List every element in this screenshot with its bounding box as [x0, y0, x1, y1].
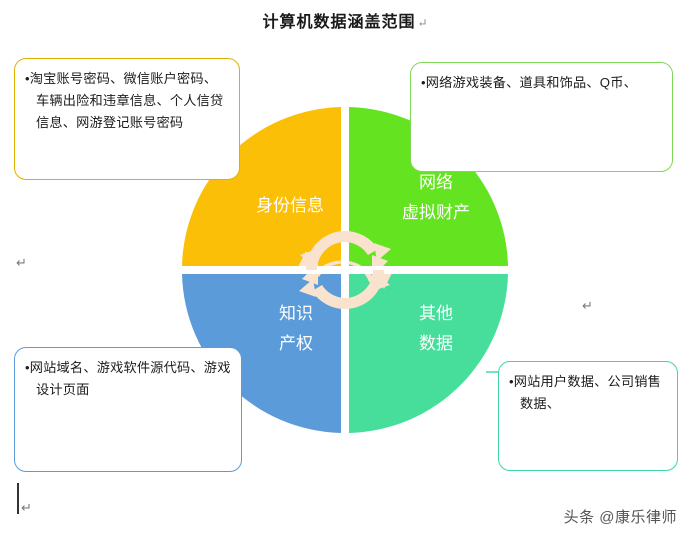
callout-intellectual-property-text: 网站域名、游戏软件源代码、游戏设计页面: [29, 360, 231, 397]
quadrant-wheel: [178, 103, 512, 437]
quadrant-wheel-svg: [178, 103, 512, 437]
callout-intellectual-property-bullet: •: [25, 360, 30, 375]
callout-identity-bullet: •: [25, 71, 30, 86]
quadrant-intellectual-property[interactable]: [182, 274, 341, 433]
cycle-arrows-icon-overlay: [299, 230, 391, 310]
callout-virtual-property-text: 网络游戏装备、道具和饰品、Q币、: [425, 75, 638, 90]
callout-other-data-text: 网站用户数据、公司销售数据、: [513, 374, 662, 411]
callout-identity-text: 淘宝账号密码、微信账户密码、车辆出险和违章信息、个人信贷信息、网游登记账号密码: [29, 71, 224, 130]
callout-intellectual-property[interactable]: •网站域名、游戏软件源代码、游戏设计页面: [14, 347, 242, 472]
callout-other-data[interactable]: •网站用户数据、公司销售数据、: [498, 361, 678, 471]
quadrant-identity[interactable]: [182, 107, 341, 266]
paragraph-mark-left-middle: ↵: [16, 255, 27, 270]
paragraph-mark-title: ↵: [417, 16, 429, 30]
quadrant-virtual-property[interactable]: [349, 107, 508, 266]
paragraph-mark-right-middle: ↵: [582, 298, 593, 313]
callout-other-data-bullet: •: [509, 374, 514, 389]
callout-virtual-property-bullet: •: [421, 75, 426, 90]
page-title: 计算机数据涵盖范围↵: [0, 8, 691, 32]
callout-virtual-property[interactable]: •网络游戏装备、道具和饰品、Q币、: [410, 62, 673, 172]
text-caret: [17, 483, 19, 514]
quadrant-other-data[interactable]: [349, 274, 508, 433]
watermark: 头条 @康乐律师: [563, 509, 677, 526]
page-title-text: 计算机数据涵盖范围: [262, 14, 416, 31]
paragraph-mark-bottom-left: ↵: [21, 500, 32, 515]
callout-identity[interactable]: •淘宝账号密码、微信账户密码、车辆出险和违章信息、个人信贷信息、网游登记账号密码: [14, 58, 240, 180]
